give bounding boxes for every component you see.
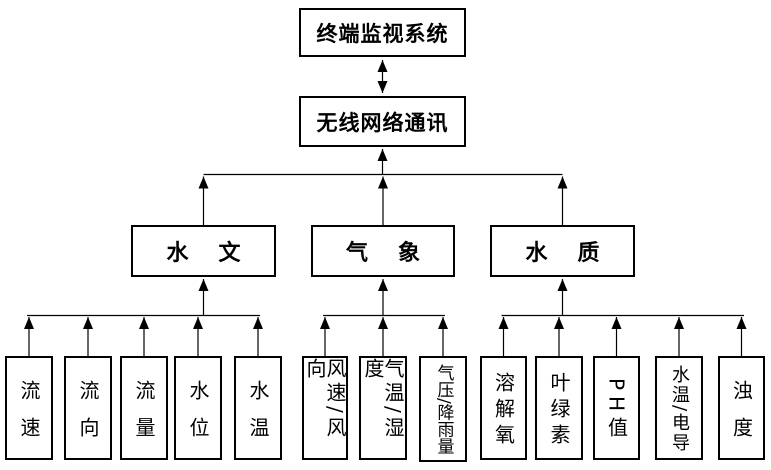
node-label: 终端监视系统 (316, 21, 449, 46)
node-terminal-monitor-system: 终端监视系统 (299, 8, 466, 57)
node-label: 水温 (246, 379, 270, 454)
node-label: 水温/电导 (669, 364, 690, 454)
node-sensor-flow-speed: 流速 (5, 356, 53, 460)
sensor-up-arrows (24, 317, 747, 356)
node-label: 流向 (76, 379, 100, 454)
node-label: PH值 (604, 378, 629, 444)
category-up-arrows (198, 176, 568, 225)
node-sensor-water-temp: 水温 (234, 356, 282, 460)
node-sensor-flow-direction: 流向 (64, 356, 112, 460)
node-label: 流量 (132, 379, 156, 454)
node-label: 水文 (166, 241, 271, 266)
node-label: 气压/降雨量 (433, 363, 454, 455)
node-label: 浊度 (729, 379, 754, 454)
node-label: 流速 (17, 379, 41, 454)
node-label: 叶绿素 (547, 372, 571, 450)
node-label: 气温/湿度 (361, 358, 405, 441)
bus-to-category-arrows (198, 279, 568, 315)
node-label: 气象 (345, 241, 450, 266)
node-label: 水位 (186, 379, 210, 454)
node-sensor-water-level: 水位 (174, 356, 222, 460)
node-sensor-flow-rate: 流量 (120, 356, 168, 460)
node-sensor-turbidity: 浊度 (718, 356, 765, 460)
node-sensor-pressure-rainfall: 气压/降雨量 (419, 356, 467, 462)
node-sensor-air-temp-humidity: 气温/湿度 (359, 356, 407, 460)
node-label: 无线网络通讯 (316, 110, 449, 135)
node-wireless-network-comm: 无线网络通讯 (299, 96, 466, 147)
node-sensor-wind-speed-direction: 风速/风向 (302, 356, 348, 460)
node-sensor-water-temp-conductivity: 水温/电导 (655, 356, 703, 460)
node-sensor-ph-value: PH值 (593, 356, 640, 460)
node-label: 风速/风向 (303, 358, 347, 441)
node-category-hydrology: 水文 (131, 225, 276, 277)
node-category-water-quality: 水质 (490, 225, 635, 277)
node-sensor-dissolved-oxygen: 溶解氧 (480, 356, 527, 460)
node-sensor-chlorophyll: 叶绿素 (535, 356, 583, 460)
node-label: 水质 (525, 241, 630, 266)
node-label: 溶解氧 (491, 372, 516, 450)
node-category-meteorology: 气象 (311, 225, 455, 277)
